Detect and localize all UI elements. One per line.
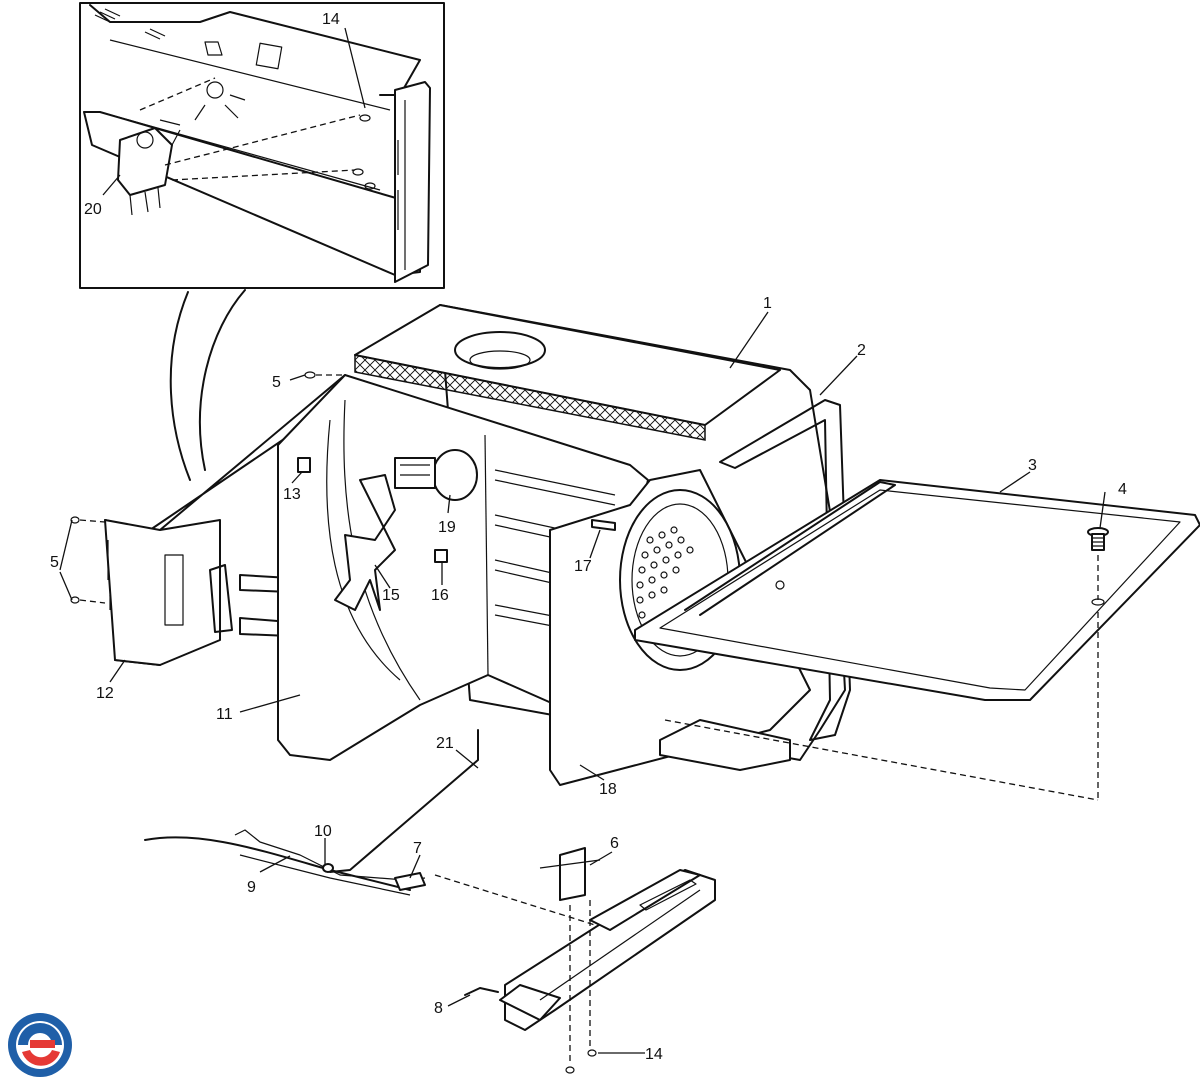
screw-icon bbox=[565, 1066, 575, 1074]
label-7: 7 bbox=[413, 840, 422, 857]
label-10: 10 bbox=[314, 823, 332, 840]
label-16: 16 bbox=[431, 587, 449, 604]
label-8: 8 bbox=[434, 1000, 443, 1017]
screw-icon bbox=[359, 114, 371, 122]
fan-motor-part-20 bbox=[117, 119, 181, 216]
label-1: 1 bbox=[763, 295, 772, 312]
door-gasket-part-2 bbox=[719, 399, 851, 741]
clip-part-13 bbox=[297, 457, 311, 473]
oven-lamp-part-19 bbox=[394, 449, 478, 501]
inset-detail: 14 20 bbox=[79, 2, 445, 289]
screw-part-5-left-lower bbox=[70, 596, 80, 604]
label-19: 19 bbox=[438, 519, 456, 536]
inset-side-bracket bbox=[394, 81, 431, 283]
callout-line-left bbox=[169, 291, 191, 481]
label-20: 20 bbox=[84, 201, 102, 218]
sensor-cable-part-9 bbox=[144, 829, 426, 896]
bracket-part-6 bbox=[539, 847, 601, 901]
screw-part-5-top bbox=[304, 371, 316, 379]
screw-icon bbox=[352, 168, 364, 176]
label-14-inset: 14 bbox=[322, 11, 340, 28]
inset-fan-hub bbox=[206, 81, 224, 99]
label-17: 17 bbox=[574, 558, 592, 575]
oven-cavity bbox=[70, 304, 851, 786]
fan-grille bbox=[636, 526, 694, 619]
bottom-tray bbox=[499, 869, 716, 1031]
label-15: 15 bbox=[382, 587, 400, 604]
callout-line-right bbox=[199, 289, 246, 471]
screw-part-5-left-upper bbox=[70, 516, 80, 524]
label-6: 6 bbox=[610, 835, 619, 852]
screw-icon bbox=[364, 182, 376, 190]
label-5-top: 5 bbox=[272, 374, 281, 391]
label-4: 4 bbox=[1118, 481, 1127, 498]
label-12: 12 bbox=[96, 685, 114, 702]
screw-part-17 bbox=[591, 519, 616, 531]
label-3: 3 bbox=[1028, 457, 1037, 474]
label-2: 2 bbox=[857, 342, 866, 359]
label-13: 13 bbox=[283, 486, 301, 503]
label-5-left: 5 bbox=[50, 554, 59, 571]
screw-part-14-bottom bbox=[587, 1049, 597, 1057]
clamp-part-7 bbox=[394, 872, 426, 891]
oven-door-part-3 bbox=[634, 479, 1200, 701]
nut-part-16 bbox=[434, 549, 448, 563]
fan-blade-part-15 bbox=[334, 474, 396, 611]
label-14-bottom: 14 bbox=[645, 1046, 663, 1063]
pin-part-8 bbox=[464, 987, 499, 996]
brand-logo bbox=[8, 1013, 72, 1077]
label-9: 9 bbox=[247, 879, 256, 896]
label-21: 21 bbox=[436, 735, 454, 752]
door-screw-part-4 bbox=[1087, 527, 1109, 551]
connector-part-10 bbox=[322, 863, 334, 873]
label-18: 18 bbox=[599, 781, 617, 798]
element-rod-part-21 bbox=[329, 729, 479, 873]
leader-lines bbox=[59, 311, 1106, 1054]
label-11: 11 bbox=[216, 706, 233, 723]
